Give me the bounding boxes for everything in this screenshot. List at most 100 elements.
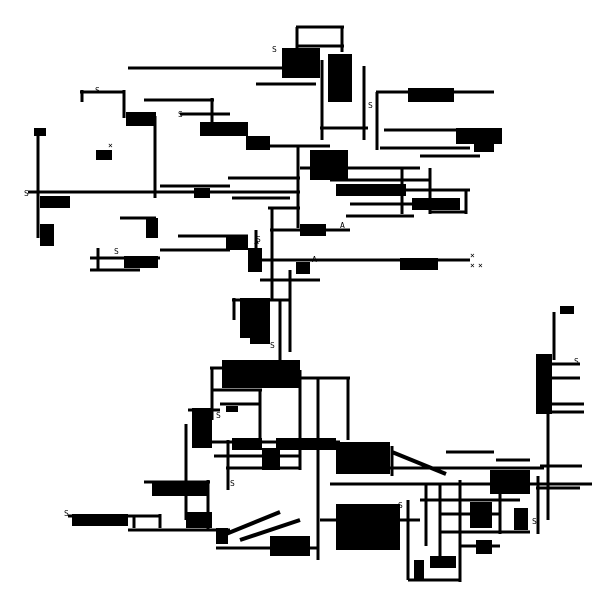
wall-block — [200, 122, 248, 136]
wall-block — [152, 482, 208, 496]
wall-block — [430, 556, 456, 568]
wall-block — [474, 144, 494, 152]
wall-block — [186, 512, 212, 528]
wall-block — [430, 210, 466, 214]
wall-block — [350, 202, 436, 206]
diagonal-corridor — [225, 510, 281, 536]
wall-block — [414, 560, 424, 580]
wall-block — [320, 126, 368, 130]
wall-block — [476, 540, 492, 554]
wall-block — [336, 442, 390, 474]
wall-block — [206, 480, 210, 530]
wall-block — [128, 528, 230, 532]
diagonal-corridor — [239, 518, 301, 542]
wall-block — [298, 370, 302, 470]
wall-block — [153, 116, 157, 198]
blocked-marker: × — [100, 149, 105, 158]
wall-block — [375, 92, 379, 150]
wall-block — [380, 146, 470, 150]
item-marker: A — [254, 237, 259, 246]
blocked-marker: × — [258, 437, 263, 446]
wall-block — [496, 458, 530, 462]
wall-block — [90, 268, 140, 272]
wall-block — [428, 168, 432, 214]
wall-block — [550, 402, 584, 406]
wall-block — [400, 188, 470, 192]
wall-block — [390, 446, 394, 476]
wall-block — [330, 178, 430, 182]
wall-block — [232, 438, 262, 450]
wall-block — [126, 112, 156, 126]
wall-block — [514, 508, 528, 530]
wall-block — [146, 218, 158, 238]
wall-block — [536, 476, 540, 534]
spawn-marker: S — [230, 479, 235, 488]
wall-block — [546, 400, 550, 520]
wall-block — [144, 480, 210, 484]
spawn-marker: S — [256, 235, 261, 244]
wall-block — [120, 216, 156, 220]
wall-block — [40, 196, 70, 208]
item-marker: A — [340, 221, 345, 230]
wall-block — [276, 438, 336, 450]
wall-block — [316, 378, 320, 560]
wall-block — [552, 312, 556, 360]
wall-block — [295, 27, 299, 50]
wall-block — [470, 502, 492, 528]
wall-block — [124, 256, 158, 268]
wall-block — [282, 48, 320, 78]
wall-block — [210, 366, 300, 370]
wall-block — [80, 90, 124, 94]
blocked-marker: × — [108, 141, 113, 150]
wall-block — [340, 27, 344, 52]
spawn-marker: S — [178, 110, 183, 119]
spawn-marker: S — [64, 509, 69, 518]
wall-block — [406, 500, 410, 580]
wall-block — [214, 454, 300, 458]
wall-block — [226, 236, 248, 250]
wall-block — [400, 258, 438, 270]
wall-block — [362, 66, 366, 140]
wall-block — [296, 262, 310, 274]
spawn-marker: S — [272, 45, 277, 54]
blocked-marker: × — [470, 261, 475, 270]
wall-block — [320, 518, 420, 522]
blocked-marker: × — [478, 261, 483, 270]
wall-block — [250, 330, 270, 344]
wall-block — [438, 484, 442, 560]
wall-block — [346, 214, 414, 218]
wall-block — [420, 154, 480, 158]
wall-block — [296, 146, 300, 228]
spawn-marker: S — [398, 501, 403, 510]
wall-block — [300, 166, 420, 170]
wall-block — [180, 112, 230, 116]
wall-block — [456, 128, 502, 144]
wall-block — [270, 144, 330, 148]
wall-block — [194, 188, 210, 198]
spawn-marker: S — [95, 86, 100, 95]
wall-block — [440, 530, 530, 534]
wall-block — [270, 228, 350, 232]
wall-block — [160, 184, 230, 188]
spawn-marker: S — [532, 517, 537, 526]
wall-block — [536, 354, 552, 414]
wall-block — [160, 248, 230, 252]
spawn-marker: S — [216, 411, 221, 420]
wall-block — [300, 376, 350, 380]
wall-block — [268, 206, 300, 210]
wall-block — [536, 486, 580, 490]
map-walls — [28, 25, 592, 582]
wall-block — [222, 360, 300, 388]
blocked-marker: × — [470, 251, 475, 260]
wall-block — [122, 90, 126, 118]
wall-block — [270, 536, 310, 556]
wall-block — [296, 25, 344, 29]
spawn-marker: S — [476, 517, 481, 526]
wall-block — [328, 54, 352, 102]
wall-block — [270, 208, 274, 300]
wall-block — [346, 378, 350, 440]
wall-block — [408, 578, 460, 582]
